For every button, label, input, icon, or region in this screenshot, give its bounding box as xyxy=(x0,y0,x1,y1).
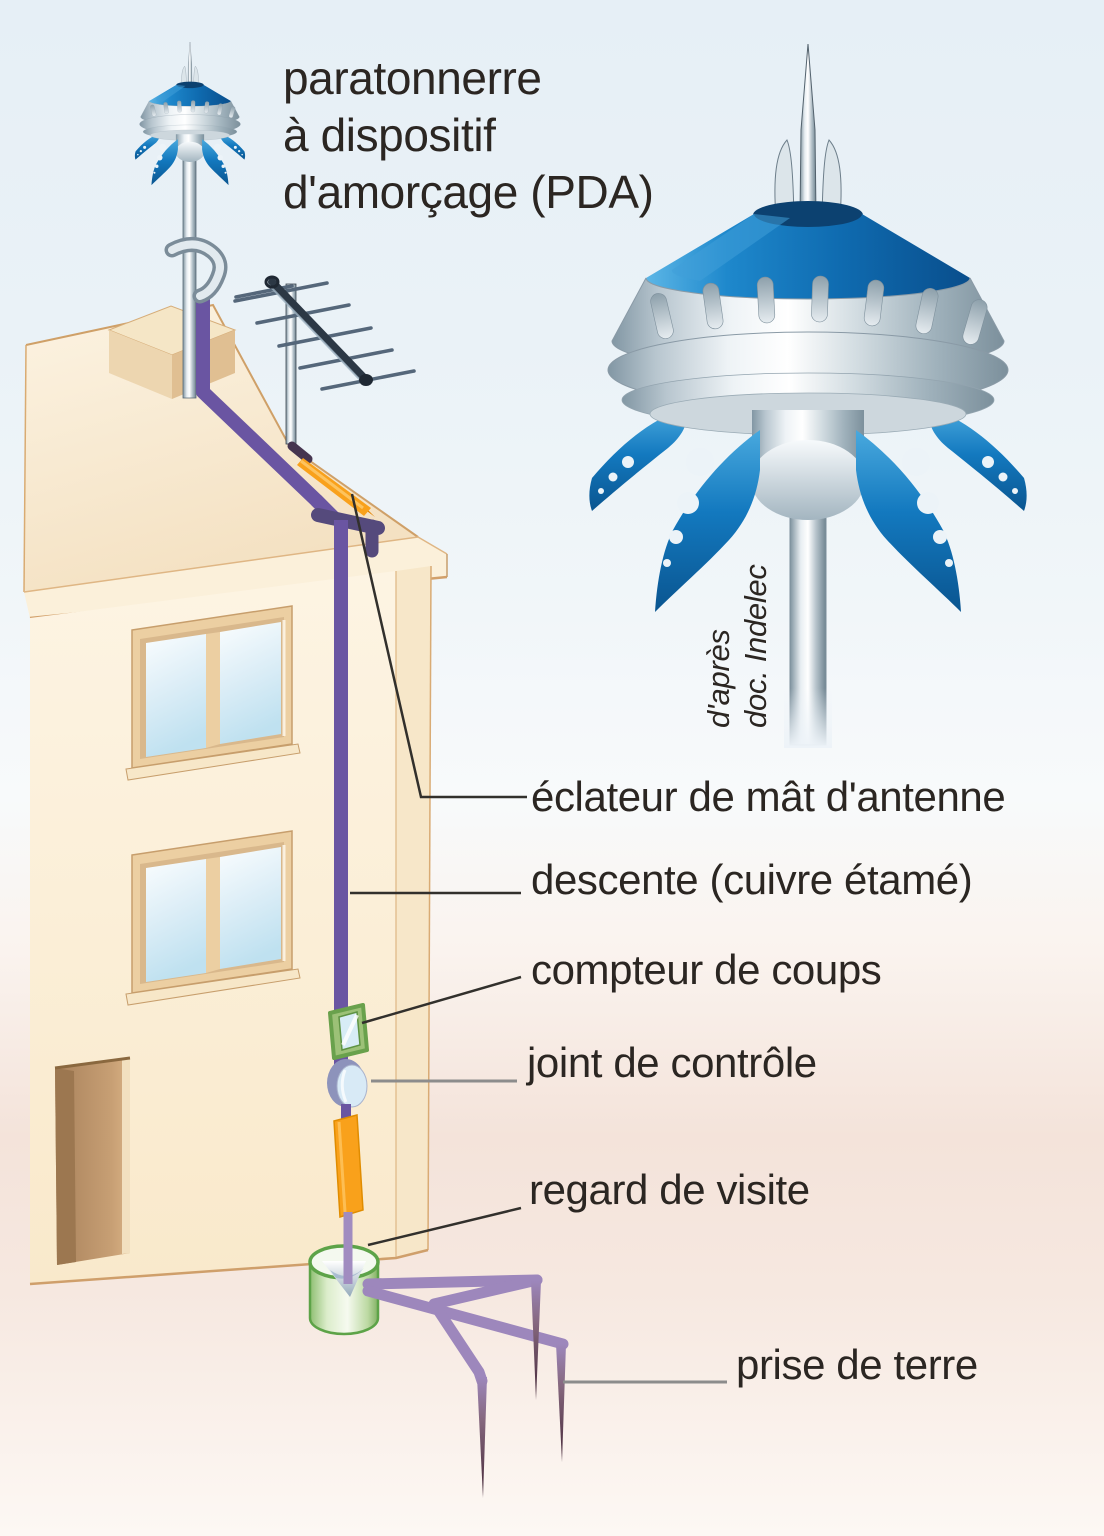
house xyxy=(23,41,448,1286)
label-compteur: compteur de coups xyxy=(531,946,882,993)
leader-lines xyxy=(350,493,727,1384)
inspection-pit xyxy=(308,1244,380,1336)
title-line: à dispositif xyxy=(283,109,496,161)
side-wall xyxy=(396,566,431,1258)
earth-rod xyxy=(477,1377,487,1498)
test-joint-device xyxy=(327,1059,368,1108)
earth-rod xyxy=(531,1281,541,1400)
leader-line-eclateur xyxy=(350,493,527,799)
credit-line: doc. Indelec xyxy=(738,564,773,728)
mast-clamp xyxy=(164,237,228,304)
antenna-bond xyxy=(287,441,313,464)
protective-sheath xyxy=(333,1114,364,1218)
diagram-title: paratonnerre à dispositif d'amorçage (PD… xyxy=(283,50,654,221)
label-regard: regard de visite xyxy=(529,1166,810,1213)
label-joint: joint de contrôle xyxy=(527,1039,817,1086)
window xyxy=(125,605,301,781)
door xyxy=(54,1056,131,1265)
title-line: d'amorçage (PDA) xyxy=(283,166,654,218)
tv-antenna xyxy=(233,275,416,464)
label-eclateur: éclateur de mât d'antenne xyxy=(531,773,1006,820)
label-prise: prise de terre xyxy=(736,1341,978,1388)
strike-counter-device xyxy=(328,1003,369,1060)
leader-line-compteur xyxy=(361,975,522,1025)
pda-device-closeup xyxy=(588,43,1028,748)
earth-electrodes xyxy=(362,1274,569,1498)
credit-note: d'après doc. Indelec xyxy=(700,508,774,728)
title-line: paratonnerre xyxy=(283,52,542,104)
mast xyxy=(182,159,197,399)
down-conductor-roof xyxy=(196,291,341,525)
earth-rod xyxy=(556,1344,566,1462)
leader-line-regard xyxy=(367,1206,522,1247)
credit-line: d'après xyxy=(701,629,736,728)
label-descente: descente (cuivre étamé) xyxy=(531,856,973,903)
